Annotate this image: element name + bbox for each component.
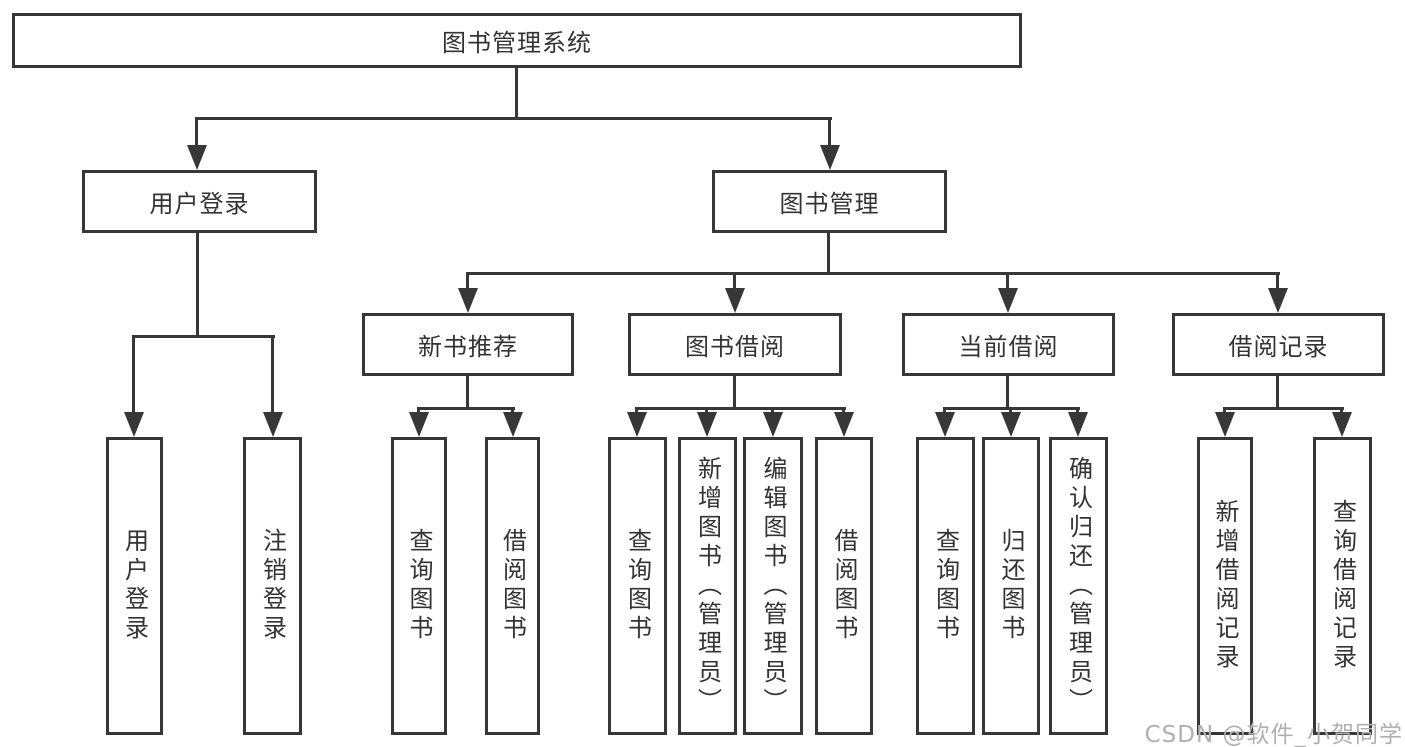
node-label: 图书管理 (779, 190, 880, 218)
arrow-down-icon (187, 145, 207, 170)
connector-line (1006, 376, 1009, 410)
node-book-management: 图书管理 (712, 170, 947, 233)
arrow-stem (842, 407, 845, 415)
arrow-stem (132, 335, 135, 415)
arrow-stem (771, 407, 774, 415)
connector-line (827, 233, 830, 275)
arrow-down-icon (263, 412, 283, 437)
arrow-down-icon (1332, 412, 1352, 437)
node-label: 图书借阅 (685, 333, 785, 361)
arrow-stem (271, 335, 274, 415)
node-logout-leaf: 注销登录 (243, 437, 302, 735)
node-label: 用户登录 (120, 528, 149, 644)
node-label: 查询图书 (931, 528, 960, 644)
node-query-books-borrowing: 查询图书 (608, 437, 667, 735)
arrow-stem (1076, 407, 1079, 415)
connector-line (733, 376, 736, 410)
arrow-down-icon (1268, 288, 1288, 313)
connector-line (1276, 376, 1279, 410)
node-label: 确认归还（管理员） (1064, 455, 1093, 717)
arrow-down-icon (763, 412, 783, 437)
node-label: 借阅记录 (1228, 333, 1329, 361)
arrow-down-icon (124, 412, 144, 437)
node-label: 借阅图书 (498, 528, 527, 644)
arrow-down-icon (409, 412, 429, 437)
node-query-books-current: 查询图书 (916, 437, 975, 735)
node-label: 新书推荐 (418, 333, 518, 361)
connector-line (515, 68, 518, 120)
arrow-down-icon (1068, 412, 1088, 437)
node-label: 借阅图书 (830, 528, 858, 644)
node-borrow-books-borrowing: 借阅图书 (815, 437, 873, 735)
connector-line (417, 407, 515, 410)
node-label: 当前借阅 (958, 333, 1059, 361)
node-add-borrow-record: 新增借阅记录 (1197, 437, 1253, 735)
arrow-down-icon (503, 412, 523, 437)
arrow-down-icon (820, 145, 840, 170)
arrow-down-icon (998, 288, 1018, 313)
connector-line (466, 376, 469, 410)
node-label: 查询借阅记录 (1328, 499, 1357, 673)
connector-line (466, 272, 1280, 275)
node-label: 新增图书（管理员） (693, 455, 722, 717)
arrow-stem (466, 272, 469, 291)
node-user-login: 用户登录 (82, 170, 317, 233)
arrow-down-icon (458, 288, 478, 313)
arrow-stem (511, 407, 514, 415)
arrow-stem (417, 407, 420, 415)
arrow-stem (1276, 272, 1279, 291)
node-current-borrowing: 当前借阅 (902, 313, 1115, 376)
node-label: 编辑图书（管理员） (759, 455, 787, 717)
node-label: 新增借阅记录 (1211, 499, 1239, 673)
node-edit-books-admin: 编辑图书（管理员） (743, 437, 803, 735)
connector-line (196, 233, 199, 337)
node-user-login-leaf: 用户登录 (106, 437, 163, 735)
arrow-stem (828, 117, 831, 147)
node-return-books: 归还图书 (982, 437, 1040, 735)
arrow-stem (1223, 407, 1226, 415)
arrow-down-icon (935, 412, 955, 437)
arrow-stem (705, 407, 708, 415)
arrow-stem (1006, 272, 1009, 291)
arrow-stem (1009, 407, 1012, 415)
node-new-book-recommend: 新书推荐 (362, 313, 574, 376)
arrow-stem (733, 272, 736, 291)
connector-line (195, 117, 832, 120)
node-add-books-admin: 新增图书（管理员） (678, 437, 737, 735)
node-label: 查询图书 (405, 528, 433, 644)
arrow-stem (943, 407, 946, 415)
node-label: 图书管理系统 (442, 29, 592, 57)
node-query-books-recommend: 查询图书 (391, 437, 447, 735)
connector-line (1223, 407, 1344, 410)
arrow-down-icon (627, 412, 647, 437)
arrow-stem (195, 117, 198, 147)
node-label: 归还图书 (997, 528, 1025, 644)
node-borrowing-records: 借阅记录 (1172, 313, 1385, 376)
connector-line (132, 335, 275, 338)
node-library-system: 图书管理系统 (12, 13, 1022, 68)
node-book-borrowing: 图书借阅 (628, 313, 842, 376)
connector-line (635, 407, 846, 410)
node-confirm-return-admin: 确认归还（管理员） (1049, 437, 1108, 735)
node-label: 用户登录 (149, 190, 250, 218)
node-label: 查询图书 (623, 528, 652, 644)
node-borrow-books-recommend: 借阅图书 (485, 437, 540, 735)
node-query-borrow-record: 查询借阅记录 (1313, 437, 1372, 735)
arrow-down-icon (697, 412, 717, 437)
arrow-down-icon (1001, 412, 1021, 437)
arrow-down-icon (725, 288, 745, 313)
arrow-stem (1340, 407, 1343, 415)
csdn-watermark: CSDN @软件_小贺同学 (1144, 722, 1403, 747)
arrow-stem (635, 407, 638, 415)
arrow-down-icon (1215, 412, 1235, 437)
arrow-down-icon (834, 412, 854, 437)
node-label: 注销登录 (258, 528, 287, 644)
